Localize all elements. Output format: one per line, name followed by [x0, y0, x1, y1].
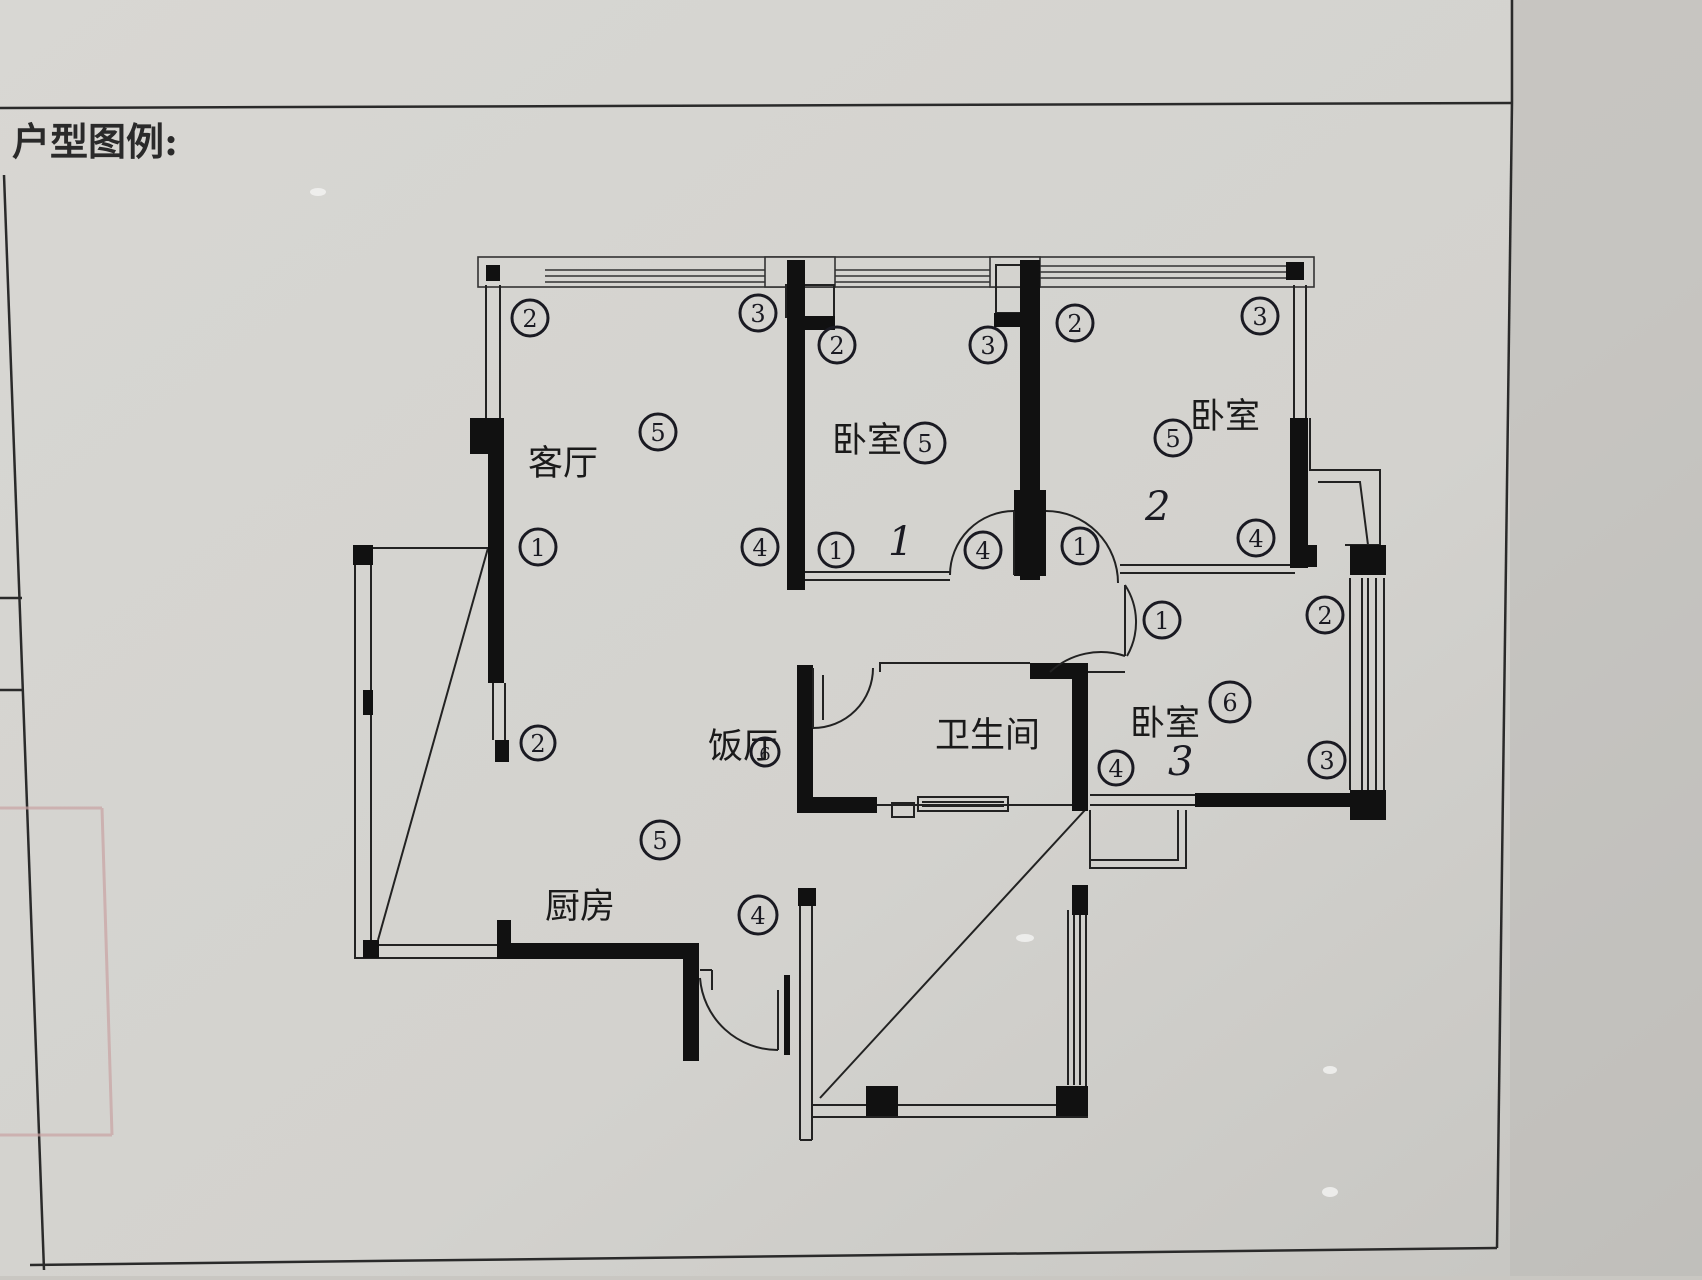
room-number-3: 3 — [1168, 739, 1193, 785]
mark-digit: 2 — [530, 730, 545, 758]
room-label-bedroom-c: 卧室 — [1130, 704, 1200, 744]
circled-mark-digits: 2 3 5 1 4 2 5 4 2 3 5 1 4 2 5 1 3 4 1 2 … — [522, 300, 1334, 930]
mark-digit: 3 — [980, 332, 995, 360]
mark-digit: 3 — [750, 300, 765, 328]
mark-digit: 5 — [917, 430, 932, 458]
pillar — [1286, 262, 1304, 280]
room-label-kitchen: 厨房 — [545, 887, 615, 927]
mark-digit: 4 — [1248, 525, 1263, 553]
right-shadow — [1510, 0, 1702, 1276]
handwritten-room-numbers: 1 2 3 — [888, 484, 1193, 785]
mark-digit: 4 — [752, 534, 767, 562]
mark-digit: 2 — [522, 305, 537, 333]
circled-marks — [510, 293, 1347, 936]
room-number-2: 2 — [1144, 484, 1170, 530]
sheet-heading: 户型图例: — [12, 119, 178, 164]
mark-digit: 3 — [1319, 747, 1334, 775]
mark-digit: 5 — [652, 827, 667, 855]
room-label-bathroom: 卫生间 — [935, 716, 1040, 756]
room-label-living: 客厅 — [528, 444, 598, 484]
room-labels: 客厅 卧室 卧室 卧室 卫生间 饭厅 厨房 — [528, 397, 1260, 927]
floor-plan: 客厅 卧室 卧室 卧室 卫生间 饭厅 厨房 1 2 3 — [353, 256, 1386, 1141]
mark-digit: 6 — [1222, 689, 1237, 717]
mark-digit: 1 — [828, 537, 843, 565]
paper-dents — [310, 188, 1338, 1197]
mark-digit: 1 — [530, 534, 545, 562]
mark-digit: 4 — [1108, 755, 1123, 783]
mark-digit: 2 — [1067, 310, 1082, 338]
mark-digit: 2 — [829, 332, 844, 360]
stamp-mark — [0, 806, 114, 1137]
room-number-1: 1 — [888, 519, 913, 565]
pillar — [486, 265, 500, 281]
thick-walls — [353, 260, 1386, 1116]
door-swings — [699, 510, 1138, 1055]
sheet-frame — [0, 0, 1514, 1271]
mark-digit: 1 — [1072, 533, 1087, 561]
mark-digit: 5 — [650, 419, 665, 447]
mark-digit: 2 — [1317, 602, 1332, 630]
mark-digit: 6 — [759, 744, 770, 765]
mark-digit: 3 — [1252, 303, 1267, 331]
room-label-bedroom-b: 卧室 — [1190, 397, 1260, 437]
room-label-bedroom-a: 卧室 — [832, 421, 902, 461]
mark-digit: 4 — [975, 537, 990, 565]
mark-digit: 4 — [750, 902, 765, 930]
mark-digit: 5 — [1165, 425, 1180, 453]
room-label-dining: 饭厅 — [708, 727, 778, 767]
mark-digit: 1 — [1154, 607, 1169, 635]
